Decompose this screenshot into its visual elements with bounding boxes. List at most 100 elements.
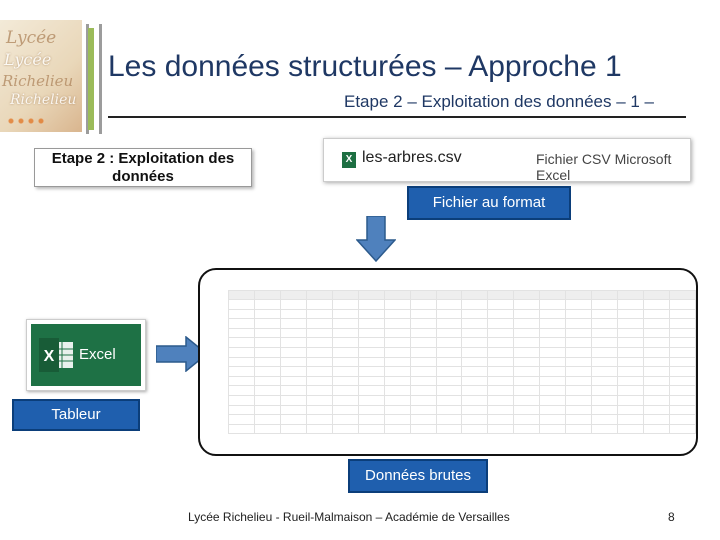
table-cell xyxy=(513,385,541,396)
table-cell xyxy=(279,318,307,329)
slide-subtitle: Etape 2 – Exploitation des données – 1 – xyxy=(344,92,655,111)
table-cell xyxy=(331,337,359,348)
table-cell xyxy=(487,356,515,368)
table-cell xyxy=(487,318,515,329)
table-cell xyxy=(228,337,255,348)
table-cell xyxy=(435,318,463,329)
table-cell xyxy=(331,385,359,396)
table-cell xyxy=(617,308,644,320)
table-row xyxy=(228,356,696,368)
table-cell xyxy=(279,356,307,368)
table-cell xyxy=(643,356,670,368)
excel-logo-icon: X Excel xyxy=(31,324,141,386)
table-cell xyxy=(279,327,307,339)
table-cell xyxy=(565,327,593,339)
table-cell xyxy=(513,404,541,416)
table-cell xyxy=(461,414,489,425)
table-cell xyxy=(591,318,619,329)
school-logo: Lycée Lycée Richelieu Richelieu xyxy=(0,20,82,132)
table-cell xyxy=(435,356,463,368)
table-cell xyxy=(487,299,515,310)
right-arrow-icon xyxy=(156,336,208,372)
table-cell xyxy=(539,404,567,416)
table-cell xyxy=(383,308,411,320)
table-cell xyxy=(409,385,437,396)
table-cell xyxy=(591,385,619,396)
table-cell xyxy=(643,299,670,310)
table-cell xyxy=(643,308,670,320)
table-cell xyxy=(357,414,385,425)
svg-text:X: X xyxy=(44,348,55,365)
table-cell xyxy=(539,299,567,310)
table-cell xyxy=(357,423,385,434)
table-cell xyxy=(228,375,255,387)
table-cell xyxy=(617,423,644,434)
table-cell xyxy=(617,394,644,406)
table-cell xyxy=(305,414,333,425)
table-cell xyxy=(617,290,644,300)
table-cell xyxy=(539,327,567,339)
table-cell xyxy=(305,366,333,377)
table-cell xyxy=(591,356,619,368)
table-cell xyxy=(331,366,359,377)
table-cell xyxy=(513,394,541,406)
table-cell xyxy=(539,366,567,377)
logo-dots xyxy=(6,116,46,126)
table-cell xyxy=(305,308,333,320)
table-cell xyxy=(513,290,541,300)
table-cell xyxy=(668,356,696,368)
table-cell xyxy=(331,394,359,406)
table-cell xyxy=(228,318,255,329)
table-cell xyxy=(253,366,281,377)
table-cell xyxy=(357,356,385,368)
table-cell xyxy=(461,385,489,396)
table-cell xyxy=(487,327,515,339)
table-cell xyxy=(331,423,359,434)
table-cell xyxy=(331,356,359,368)
table-cell xyxy=(565,290,593,300)
table-cell xyxy=(383,346,411,358)
table-cell xyxy=(668,308,696,320)
table-cell xyxy=(409,308,437,320)
table-cell xyxy=(279,308,307,320)
spreadsheet-grid xyxy=(228,290,696,434)
table-cell xyxy=(513,423,541,434)
table-cell xyxy=(565,337,593,348)
down-arrow-icon xyxy=(356,216,396,262)
table-cell xyxy=(513,308,541,320)
table-row xyxy=(228,308,696,320)
table-cell xyxy=(228,414,255,425)
table-cell xyxy=(279,423,307,434)
table-cell xyxy=(228,423,255,434)
table-cell xyxy=(513,366,541,377)
table-cell xyxy=(565,318,593,329)
table-cell xyxy=(461,308,489,320)
table-cell xyxy=(357,366,385,377)
table-cell xyxy=(487,414,515,425)
table-cell xyxy=(409,375,437,387)
step-label-box: Etape 2 : Exploitation des données xyxy=(34,148,252,187)
table-cell xyxy=(643,414,670,425)
table-cell xyxy=(487,308,515,320)
table-cell xyxy=(539,356,567,368)
table-cell xyxy=(668,423,696,434)
table-cell xyxy=(383,423,411,434)
table-cell xyxy=(409,346,437,358)
table-cell xyxy=(409,299,437,310)
table-cell xyxy=(409,337,437,348)
table-row xyxy=(228,290,696,300)
table-cell xyxy=(487,394,515,406)
table-cell xyxy=(539,375,567,387)
table-cell xyxy=(591,375,619,387)
table-cell xyxy=(668,366,696,377)
table-cell xyxy=(668,404,696,416)
table-cell xyxy=(487,385,515,396)
table-cell xyxy=(487,337,515,348)
table-cell xyxy=(253,318,281,329)
table-cell xyxy=(565,404,593,416)
table-cell xyxy=(409,414,437,425)
table-cell xyxy=(461,404,489,416)
table-cell xyxy=(617,375,644,387)
table-cell xyxy=(513,375,541,387)
table-cell xyxy=(668,375,696,387)
